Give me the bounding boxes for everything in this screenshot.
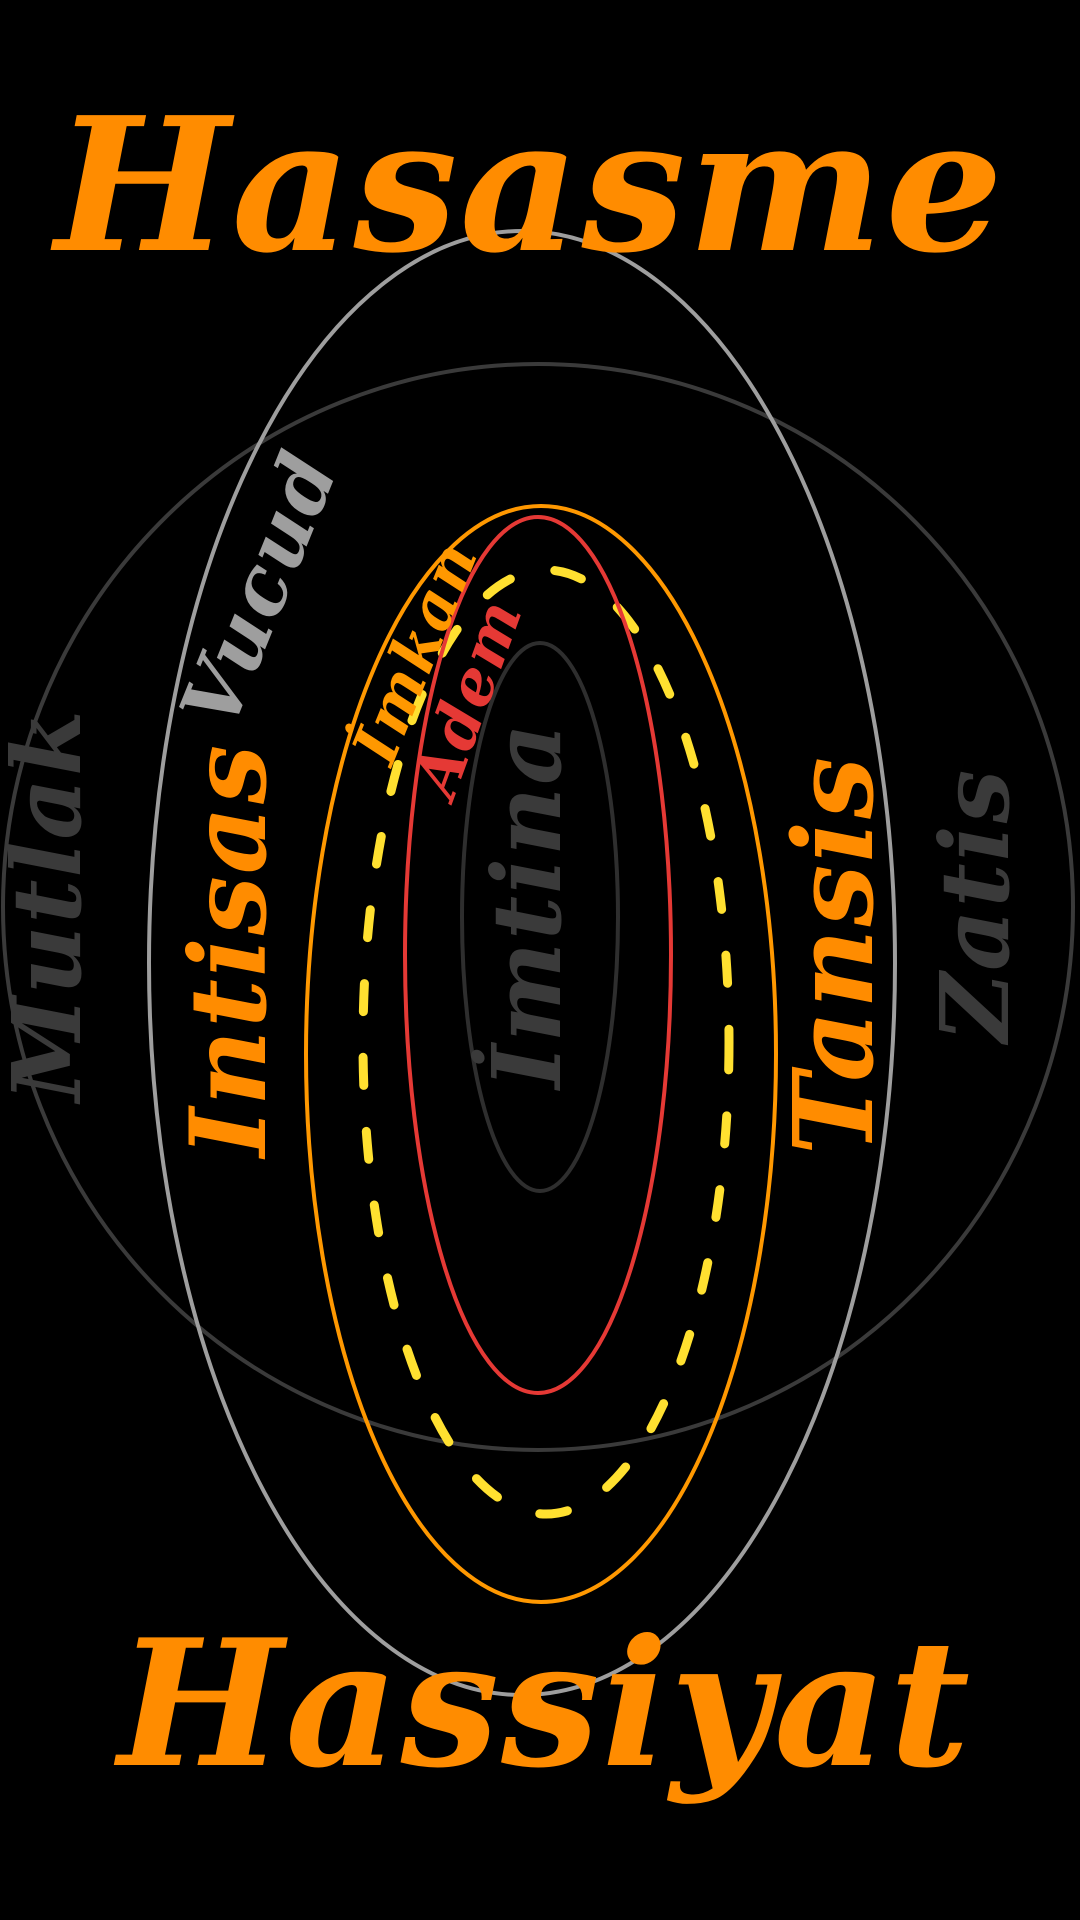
label-vucud: Vucud [162, 438, 357, 740]
title-top: Hasasme [50, 76, 1005, 294]
inner-dark-ellipse [460, 641, 620, 1193]
red-ellipse [403, 515, 673, 1395]
outer-dark-circle [1, 362, 1075, 1452]
yellow-dashed-ellipse [358, 565, 734, 1519]
title-bottom: Hassiyat [113, 1602, 972, 1807]
label-zatis: Zatis [920, 768, 1031, 1046]
light-gray-ellipse [147, 229, 897, 1697]
label-intisas: Intisas [166, 743, 290, 1160]
label-tansis: Tansis [769, 755, 898, 1155]
label-imtina: İmtina [470, 721, 583, 1092]
label-mutlak: Mutlak [0, 708, 103, 1105]
orange-ellipse [304, 504, 778, 1604]
